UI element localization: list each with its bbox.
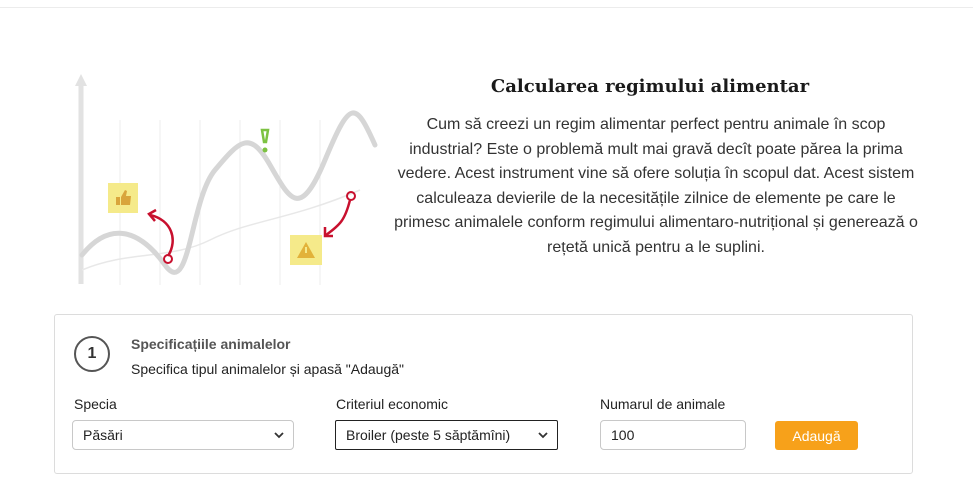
page-title: Calcularea regimului alimentar: [490, 76, 810, 97]
animal-count-input[interactable]: 100: [600, 420, 746, 450]
step-subtitle: Specifica tipul animalelor și apasă "Ada…: [131, 361, 404, 377]
step-number-badge: 1: [74, 336, 110, 372]
exclamation-icon: [260, 128, 270, 153]
thumbs-up-icon: [108, 183, 138, 213]
warning-icon: [290, 235, 322, 265]
criterion-select-value: Broiler (peste 5 săptămîni): [346, 427, 511, 443]
chevron-down-icon: [538, 432, 548, 439]
criterion-label: Criteriul economic: [336, 396, 449, 412]
add-button[interactable]: Adaugă: [775, 421, 858, 450]
species-label: Specia: [74, 396, 117, 412]
top-divider: [0, 7, 973, 8]
criterion-select[interactable]: Broiler (peste 5 săptămîni): [335, 420, 558, 450]
step-title: Specificațiile animalelor: [131, 336, 291, 352]
animal-spec-card: 1 Specificațiile animalelor Specifica ti…: [54, 314, 913, 474]
chevron-down-icon: [274, 432, 284, 439]
page-description: Cum să creezi un regim alimentar perfect…: [394, 116, 918, 256]
species-select[interactable]: Păsări: [72, 420, 294, 450]
count-label: Numarul de animale: [600, 396, 726, 412]
species-select-value: Păsări: [83, 427, 123, 443]
chart-illustration: [75, 74, 378, 285]
